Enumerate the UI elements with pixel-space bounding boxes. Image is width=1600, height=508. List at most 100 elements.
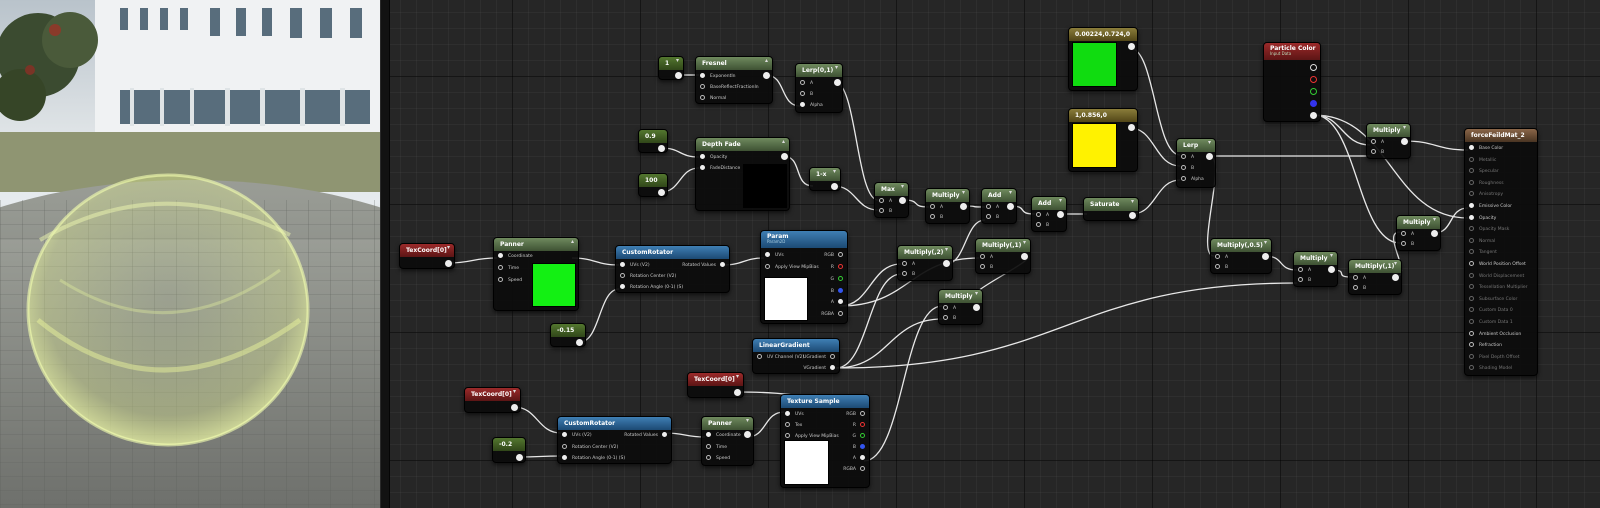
output-pin[interactable] [734, 389, 741, 396]
result-pin-tangent[interactable]: Tangent [1469, 249, 1497, 256]
output-pin[interactable] [1057, 211, 1064, 218]
pin-uvs[interactable]: UVs (V2) [620, 262, 650, 269]
node-constant-neg-0-2[interactable]: -0.2 [492, 437, 526, 463]
node-multiply-d[interactable]: Multiply ▾ A B [1293, 251, 1338, 287]
pin-b[interactable]: B [879, 208, 892, 215]
output-b[interactable]: B [853, 444, 865, 451]
output-pin[interactable] [781, 153, 788, 160]
collapse-icon[interactable]: ▾ [1432, 216, 1436, 223]
output-pin[interactable] [511, 404, 518, 411]
pin-rotation-angle[interactable]: Rotation Angle (0-1) (S) [562, 455, 625, 462]
output-pin[interactable] [516, 454, 523, 461]
pin-a[interactable]: A [902, 261, 915, 268]
node-multiply-1b[interactable]: Multiply(,1) ▾ A B [1348, 259, 1402, 295]
pin-exponentin[interactable]: ExponentIn [700, 73, 736, 80]
pin-uvs[interactable]: UVs [765, 252, 784, 259]
output-pin[interactable] [1007, 203, 1014, 210]
node-multiply-2[interactable]: Multiply(,2) ▾ A B [897, 245, 953, 281]
pin-rotation-center[interactable]: Rotation Center (V2) [620, 273, 676, 280]
node-custom-rotator-1[interactable]: CustomRotator UVs (V2) Rotation Center (… [615, 245, 730, 293]
result-pin-world-position-offset[interactable]: World Position Offset [1469, 261, 1526, 268]
result-pin-roughness[interactable]: Roughness [1469, 179, 1504, 187]
collapse-icon[interactable]: ▾ [834, 64, 838, 71]
collapse-icon[interactable]: ▾ [1058, 197, 1062, 204]
output-r-pin[interactable] [1310, 76, 1317, 83]
wire[interactable] [835, 282, 1298, 369]
output-pin[interactable] [899, 197, 906, 204]
output-r[interactable]: R [853, 422, 865, 429]
wire[interactable] [839, 263, 902, 307]
pin-speed[interactable]: Speed [498, 277, 522, 284]
node-linear-gradient[interactable]: LinearGradient UV Channel (V2) UGradient… [752, 338, 840, 374]
collapse-icon[interactable]: ▾ [832, 168, 836, 175]
result-pin-anisotropy[interactable]: Anisotropy [1469, 191, 1503, 198]
pin-apply-view-mipbias[interactable]: Apply View MipBias [785, 433, 839, 440]
result-pin-subsurface-color[interactable]: Subsurface Color [1469, 295, 1517, 303]
node-constant3-green[interactable]: 0.00224,0.724,0 [1068, 27, 1138, 91]
node-multiply-0-5[interactable]: Multiply(,0.5) ▾ A B [1210, 238, 1272, 274]
output-pin[interactable] [1401, 138, 1408, 145]
wire[interactable] [863, 305, 943, 462]
wire[interactable] [571, 257, 620, 266]
pin-uv-channel[interactable]: UV Channel (V2) [757, 354, 804, 361]
output-g[interactable]: G [831, 276, 843, 283]
output-b-pin[interactable] [1310, 100, 1317, 107]
collapse-icon[interactable]: ▾ [512, 388, 516, 395]
pin-fadedistance[interactable]: FadeDistance [700, 165, 740, 172]
output-g[interactable]: G [853, 433, 865, 440]
pin-a[interactable]: A [1036, 212, 1049, 219]
output-rotated-values[interactable]: Rotated Values [624, 432, 667, 439]
result-pin-world-displacement[interactable]: World Displacement [1469, 272, 1524, 280]
wire[interactable] [833, 185, 879, 211]
node-fresnel[interactable]: Fresnel ▴ ExponentIn BaseReflectFraction… [695, 56, 773, 104]
node-multiply-base[interactable]: Multiply ▾ A B [1366, 123, 1411, 159]
wire[interactable] [1131, 179, 1181, 215]
node-multiply-opacity[interactable]: Multiply ▾ A B [1396, 215, 1441, 251]
node-max[interactable]: Max ▾ A B [874, 182, 909, 218]
result-pin-opacity[interactable]: Opacity [1469, 214, 1496, 222]
pin-opacity[interactable]: Opacity [700, 154, 727, 161]
result-pin-tessellation-multiplier[interactable]: Tessellation Multiplier [1469, 284, 1528, 291]
collapse-icon[interactable]: ▾ [944, 246, 948, 253]
pin-alpha[interactable]: Alpha [1181, 176, 1204, 183]
pin-b[interactable]: B [980, 264, 993, 271]
node-multiply-1[interactable]: Multiply(,1) ▾ A B [975, 238, 1031, 274]
node-texcoord-3[interactable]: TexCoord[0] ▾ [464, 387, 521, 413]
collapse-icon[interactable]: ▾ [735, 373, 739, 380]
pin-a[interactable]: A [1353, 275, 1366, 282]
node-add-1[interactable]: Add ▾ A B [981, 188, 1017, 224]
output-pin[interactable] [1128, 124, 1135, 131]
result-pin-emissive-color[interactable]: Emissive Color [1469, 203, 1512, 210]
collapse-icon[interactable]: ▾ [1402, 124, 1406, 131]
collapse-icon[interactable]: ▾ [1393, 260, 1397, 267]
output-pin[interactable] [834, 79, 841, 86]
result-pin-refraction[interactable]: Refraction [1469, 342, 1502, 349]
output-r[interactable]: R [831, 264, 843, 271]
output-pin[interactable] [1431, 230, 1438, 237]
node-add-2[interactable]: Add ▾ A B [1031, 196, 1067, 232]
result-pin-custom-data-0[interactable]: Custom Data 0 [1469, 307, 1513, 314]
output-pin[interactable] [1128, 43, 1135, 50]
pin-a[interactable]: A [980, 254, 993, 261]
result-pin-base-color[interactable]: Base Color [1469, 145, 1503, 152]
pin-basereflect[interactable]: BaseReflectFractionIn [700, 84, 759, 91]
pin-coordinate[interactable]: Coordinate [498, 253, 533, 260]
wire[interactable] [835, 318, 943, 369]
collapse-icon[interactable]: ▾ [1329, 252, 1333, 259]
output-rotated-values[interactable]: Rotated Values [682, 262, 725, 269]
wire[interactable] [447, 257, 498, 264]
wire[interactable] [513, 406, 562, 434]
collapse-icon[interactable]: ▾ [745, 417, 749, 424]
output-rgb[interactable]: RGB [824, 252, 843, 259]
collapse-icon[interactable]: ▾ [974, 290, 978, 297]
collapse-icon[interactable]: ▴ [570, 238, 574, 245]
output-pin[interactable] [445, 260, 452, 267]
pin-a[interactable]: A [930, 204, 943, 211]
pin-uvs[interactable]: UVs (V2) [562, 432, 592, 439]
output-pin[interactable] [658, 145, 665, 152]
output-rgb-pin[interactable] [1310, 64, 1317, 71]
pin-alpha[interactable]: Alpha [800, 102, 823, 109]
output-a[interactable]: A [831, 299, 843, 306]
